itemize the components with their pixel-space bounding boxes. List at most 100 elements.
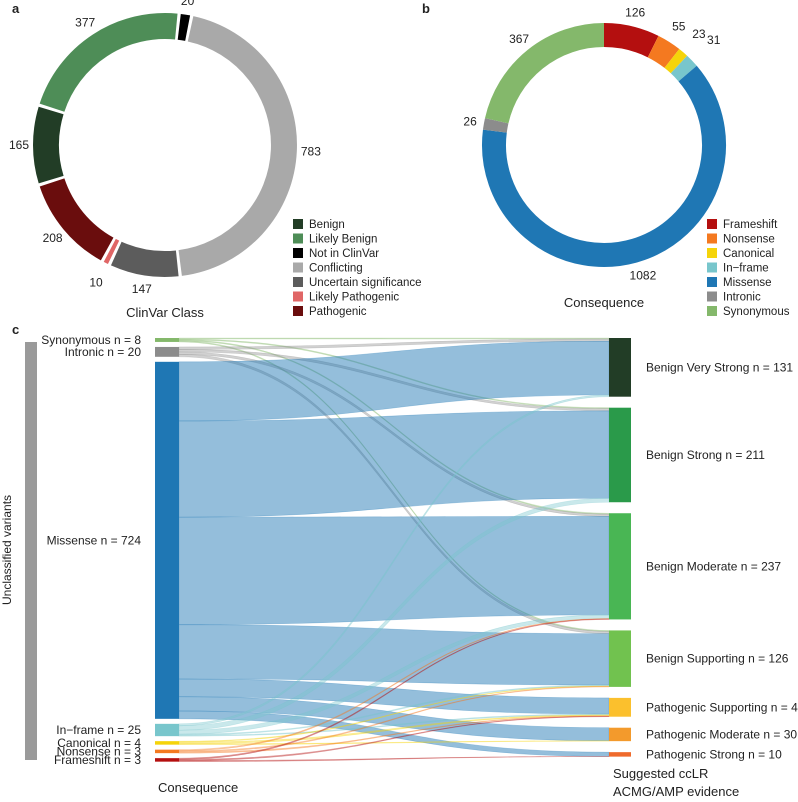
slice-nonsense (647, 35, 680, 69)
legend-swatch-likely-pathogenic (293, 291, 303, 302)
legend-swatch-likely-benign (293, 233, 303, 244)
legend-swatch-missense (707, 277, 717, 287)
target-label-ps: Pathogenic Strong n = 10 (646, 747, 782, 761)
panel-label-a: a (12, 1, 20, 16)
source-node-int (155, 346, 179, 357)
legend-swatch-not-in-clinvar (293, 248, 303, 258)
target-node-psu (609, 697, 631, 717)
right-axis-label-line-2: ACMG/AMP evidence (613, 784, 739, 799)
slice-pathogenic (39, 177, 114, 261)
target-label-bs: Benign Strong n = 211 (646, 448, 765, 462)
legend-swatch-synonymous (707, 306, 717, 316)
target-label-bm: Benign Moderate n = 237 (646, 559, 781, 573)
flow-mis-to-bm (178, 516, 610, 625)
slice-not-in-clinvar (177, 13, 191, 41)
sankey-flows (178, 337, 610, 762)
source-label-can: Canonical n = 4 (57, 736, 141, 750)
source-node-non (155, 749, 179, 754)
legend-swatch-conflicting (293, 262, 303, 273)
source-label-syn: Synonymous n = 8 (41, 333, 141, 347)
value-label-benign: 165 (9, 138, 29, 152)
legend-swatch-pathogenic (293, 306, 303, 316)
legend-label-uncertain-significance: Uncertain significance (309, 277, 422, 289)
value-label-missense: 1082 (630, 268, 657, 282)
flow-mis-to-bs (178, 410, 610, 518)
value-label-not-in-clinvar: 20 (181, 0, 195, 8)
legend-swatch-frameshift (707, 219, 717, 229)
legend-label-canonical: Canonical (723, 248, 774, 260)
slice-missense (482, 65, 726, 267)
target-node-bs (609, 407, 631, 503)
legend-label-likely-pathogenic: Likely Pathogenic (309, 292, 399, 304)
source-node-mis (155, 361, 179, 719)
legend-label-in-frame: In−frame (723, 263, 769, 275)
target-node-bm (609, 513, 631, 620)
slice-likely-pathogenic (103, 238, 120, 265)
panel-label-c: c (12, 322, 19, 337)
value-label-canonical: 23 (692, 27, 706, 41)
slice-conflicting (178, 16, 297, 276)
value-label-intronic: 26 (463, 114, 477, 128)
slice-likely-benign (39, 13, 178, 113)
flow-syn-to-bvs (178, 337, 610, 340)
legend-label-nonsense: Nonsense (723, 234, 775, 246)
source-label-fra: Frameshift n = 3 (54, 753, 141, 767)
legend-swatch-in-frame (707, 262, 717, 273)
value-label-frameshift: 126 (625, 6, 645, 20)
target-label-bsu: Benign Supporting n = 126 (646, 652, 789, 666)
legend-label-not-in-clinvar: Not in ClinVar (309, 248, 379, 260)
value-label-uncertain-significance: 147 (132, 282, 152, 296)
value-label-likely-pathogenic: 10 (89, 276, 103, 290)
legend-swatch-nonsense (707, 233, 717, 244)
slice-intronic (482, 118, 509, 133)
panel-label-b: b (422, 1, 430, 16)
target-node-bsu (609, 630, 631, 687)
target-node-ps (609, 752, 631, 757)
source-label-non: Nonsense n = 3 (57, 744, 142, 758)
unclassified-bar (25, 342, 37, 760)
source-node-fra (155, 758, 179, 762)
source-node-can (155, 741, 179, 745)
legend-label-synonymous: Synonymous (723, 306, 790, 318)
source-label-inf: In−frame n = 25 (56, 723, 141, 737)
slice-synonymous (485, 23, 605, 124)
legend-swatch-canonical (707, 248, 717, 258)
source-label-mis: Missense n = 724 (47, 533, 142, 547)
legend-label-pathogenic: Pathogenic (309, 306, 367, 318)
left-axis-label: Consequence (158, 780, 238, 795)
side-label: Unclassified variants (0, 495, 14, 605)
target-label-bvs: Benign Very Strong n = 131 (646, 360, 793, 374)
source-node-syn (155, 338, 179, 342)
chart-xlabel: ClinVar Class (126, 305, 204, 320)
legend-label-intronic: Intronic (723, 292, 761, 304)
legend-label-conflicting: Conflicting (309, 263, 363, 275)
chart-xlabel: Consequence (564, 295, 644, 310)
target-node-pm (609, 727, 631, 742)
legend-label-frameshift: Frameshift (723, 219, 778, 231)
slice-canonical (664, 48, 688, 74)
right-axis-label-line-1: Suggested ccLR (613, 766, 708, 781)
source-node-inf (155, 723, 179, 737)
value-label-likely-benign: 377 (75, 16, 95, 30)
slice-benign (33, 106, 64, 184)
legend-label-benign: Benign (309, 219, 345, 231)
slice-uncertain-significance (110, 241, 179, 277)
value-label-nonsense: 55 (672, 20, 686, 34)
value-label-in-frame: 31 (707, 33, 721, 47)
slice-in-frame (670, 55, 697, 82)
target-label-psu: Pathogenic Supporting n = 42 (646, 700, 798, 714)
source-label-int: Intronic n = 20 (65, 345, 142, 359)
legend-swatch-uncertain-significance (293, 277, 303, 287)
legend-swatch-benign (293, 219, 303, 229)
target-label-pm: Pathogenic Moderate n = 30 (646, 727, 797, 741)
legend-label-missense: Missense (723, 277, 772, 289)
slice-frameshift (603, 23, 659, 58)
legend-swatch-intronic (707, 291, 717, 302)
target-node-bvs (609, 338, 631, 397)
value-label-synonymous: 367 (509, 32, 529, 46)
value-label-pathogenic: 208 (43, 231, 63, 245)
